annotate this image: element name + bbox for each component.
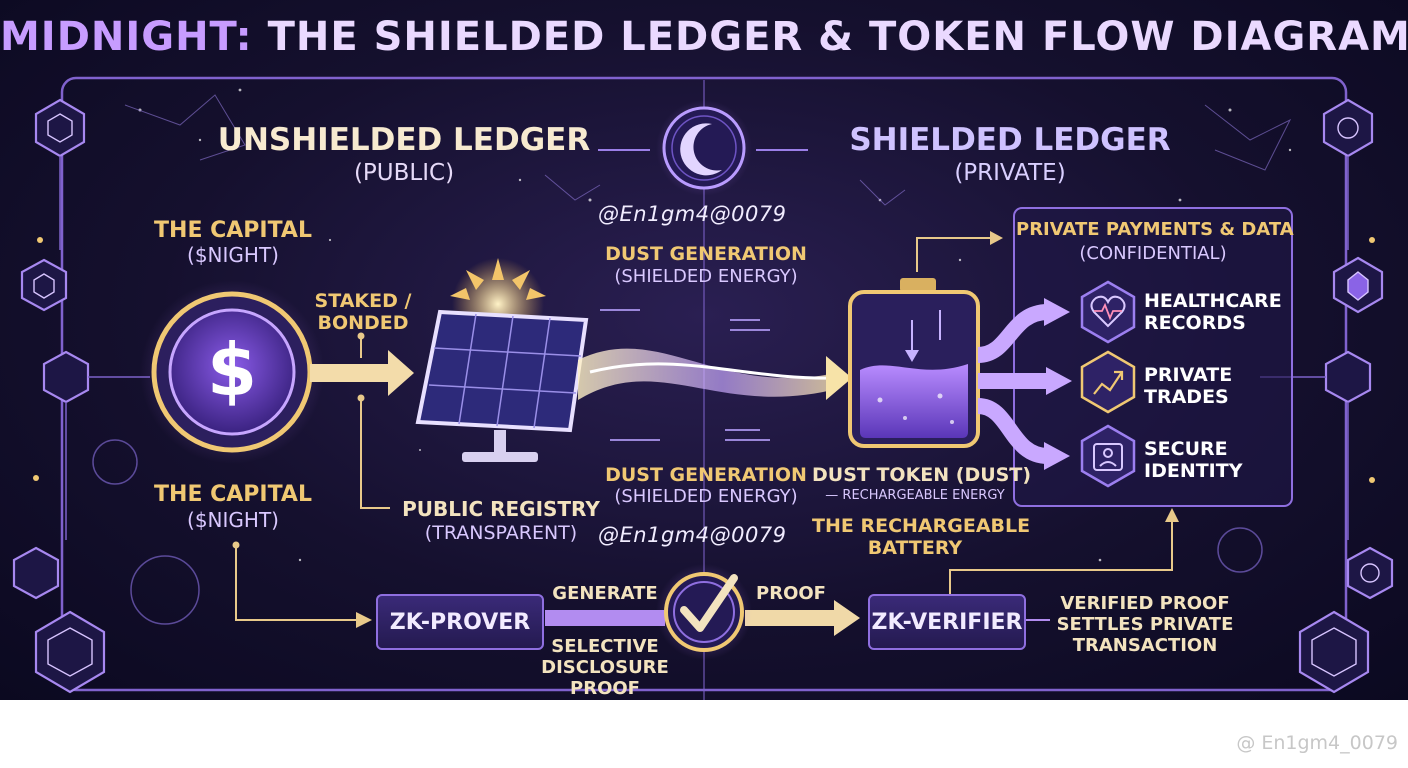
heart-pulse-icon xyxy=(1090,295,1126,328)
watermark-top: @En1gm4@0079 xyxy=(598,202,787,226)
branch-arrows xyxy=(976,304,1050,464)
proof-label: PROOF xyxy=(756,583,826,604)
shielded-sub: (PRIVATE) xyxy=(954,160,1066,186)
watermark-bottom: @En1gm4@0079 xyxy=(598,523,787,547)
unshielded-sub: (PUBLIC) xyxy=(353,160,455,186)
connector-lines xyxy=(235,237,1173,621)
left-hex-icons xyxy=(12,98,106,694)
id-card-icon xyxy=(1093,443,1123,471)
capital-top-label: THE CAPITAL xyxy=(154,218,312,243)
stake-arrow xyxy=(310,350,414,396)
connector-heads xyxy=(232,231,1179,628)
shielded-heading: SHIELDED LEDGER xyxy=(849,122,1171,158)
capital-bottom-label: THE CAPITAL xyxy=(154,482,312,507)
private-payments-sub: (CONFIDENTIAL) xyxy=(1079,243,1227,264)
dust-gen-bottom-label: DUST GENERATION xyxy=(605,464,807,486)
hex-inner-glyphs xyxy=(33,113,1380,677)
private-panel xyxy=(1013,207,1293,507)
dust-gen-top-label: DUST GENERATION xyxy=(605,243,807,265)
branch-arrowheads xyxy=(1044,298,1072,470)
faded-emblems xyxy=(92,439,1263,625)
trend-up-icon xyxy=(1093,370,1124,395)
check-icon xyxy=(680,574,738,632)
page-title: MIDNIGHT: THE SHIELDED LEDGER & TOKEN FL… xyxy=(0,14,1408,60)
dust-token-sub: — RECHARGEABLE ENERGY xyxy=(825,488,1005,503)
unshielded-heading: UNSHIELDED LEDGER xyxy=(217,122,591,158)
capital-coin xyxy=(140,280,324,464)
battery-icon xyxy=(848,278,980,448)
zk-verifier-box: ZK-VERIFIER xyxy=(868,594,1026,650)
capital-bottom-sub: ($NIGHT) xyxy=(187,508,279,532)
dust-gen-bottom-sub: (SHIELDED ENERGY) xyxy=(614,486,798,507)
moon-emblem xyxy=(656,100,752,196)
private-payments-label: PRIVATE PAYMENTS & DATA xyxy=(1016,219,1294,240)
dollar-icon: $ xyxy=(206,328,258,412)
zk-prover-box: ZK-PROVER xyxy=(376,594,544,650)
capital-top-sub: ($NIGHT) xyxy=(187,243,279,267)
energy-beam xyxy=(578,309,852,441)
public-registry-sub: (TRANSPARENT) xyxy=(424,522,578,544)
diagram-graphics xyxy=(12,76,1394,700)
dust-gen-top-sub: (SHIELDED ENERGY) xyxy=(614,266,798,287)
star-field xyxy=(138,88,1292,562)
public-registry-label: PUBLIC REGISTRY xyxy=(402,497,600,521)
circuit-nodes xyxy=(33,237,1375,483)
check-emblem xyxy=(656,564,752,660)
proof-flow-lines xyxy=(545,600,1050,636)
dust-token-label: DUST TOKEN (DUST) xyxy=(812,464,1032,486)
solar-panel-icon xyxy=(415,309,589,462)
generate-label: GENERATE xyxy=(552,583,658,604)
footer-credit: @ En1gm4_0079 xyxy=(1236,732,1398,754)
diagram-canvas: MIDNIGHT: THE SHIELDED LEDGER & TOKEN FL… xyxy=(0,0,1408,700)
staked-label: STAKED /BONDED xyxy=(314,290,412,334)
constellation-lines xyxy=(124,94,1292,206)
